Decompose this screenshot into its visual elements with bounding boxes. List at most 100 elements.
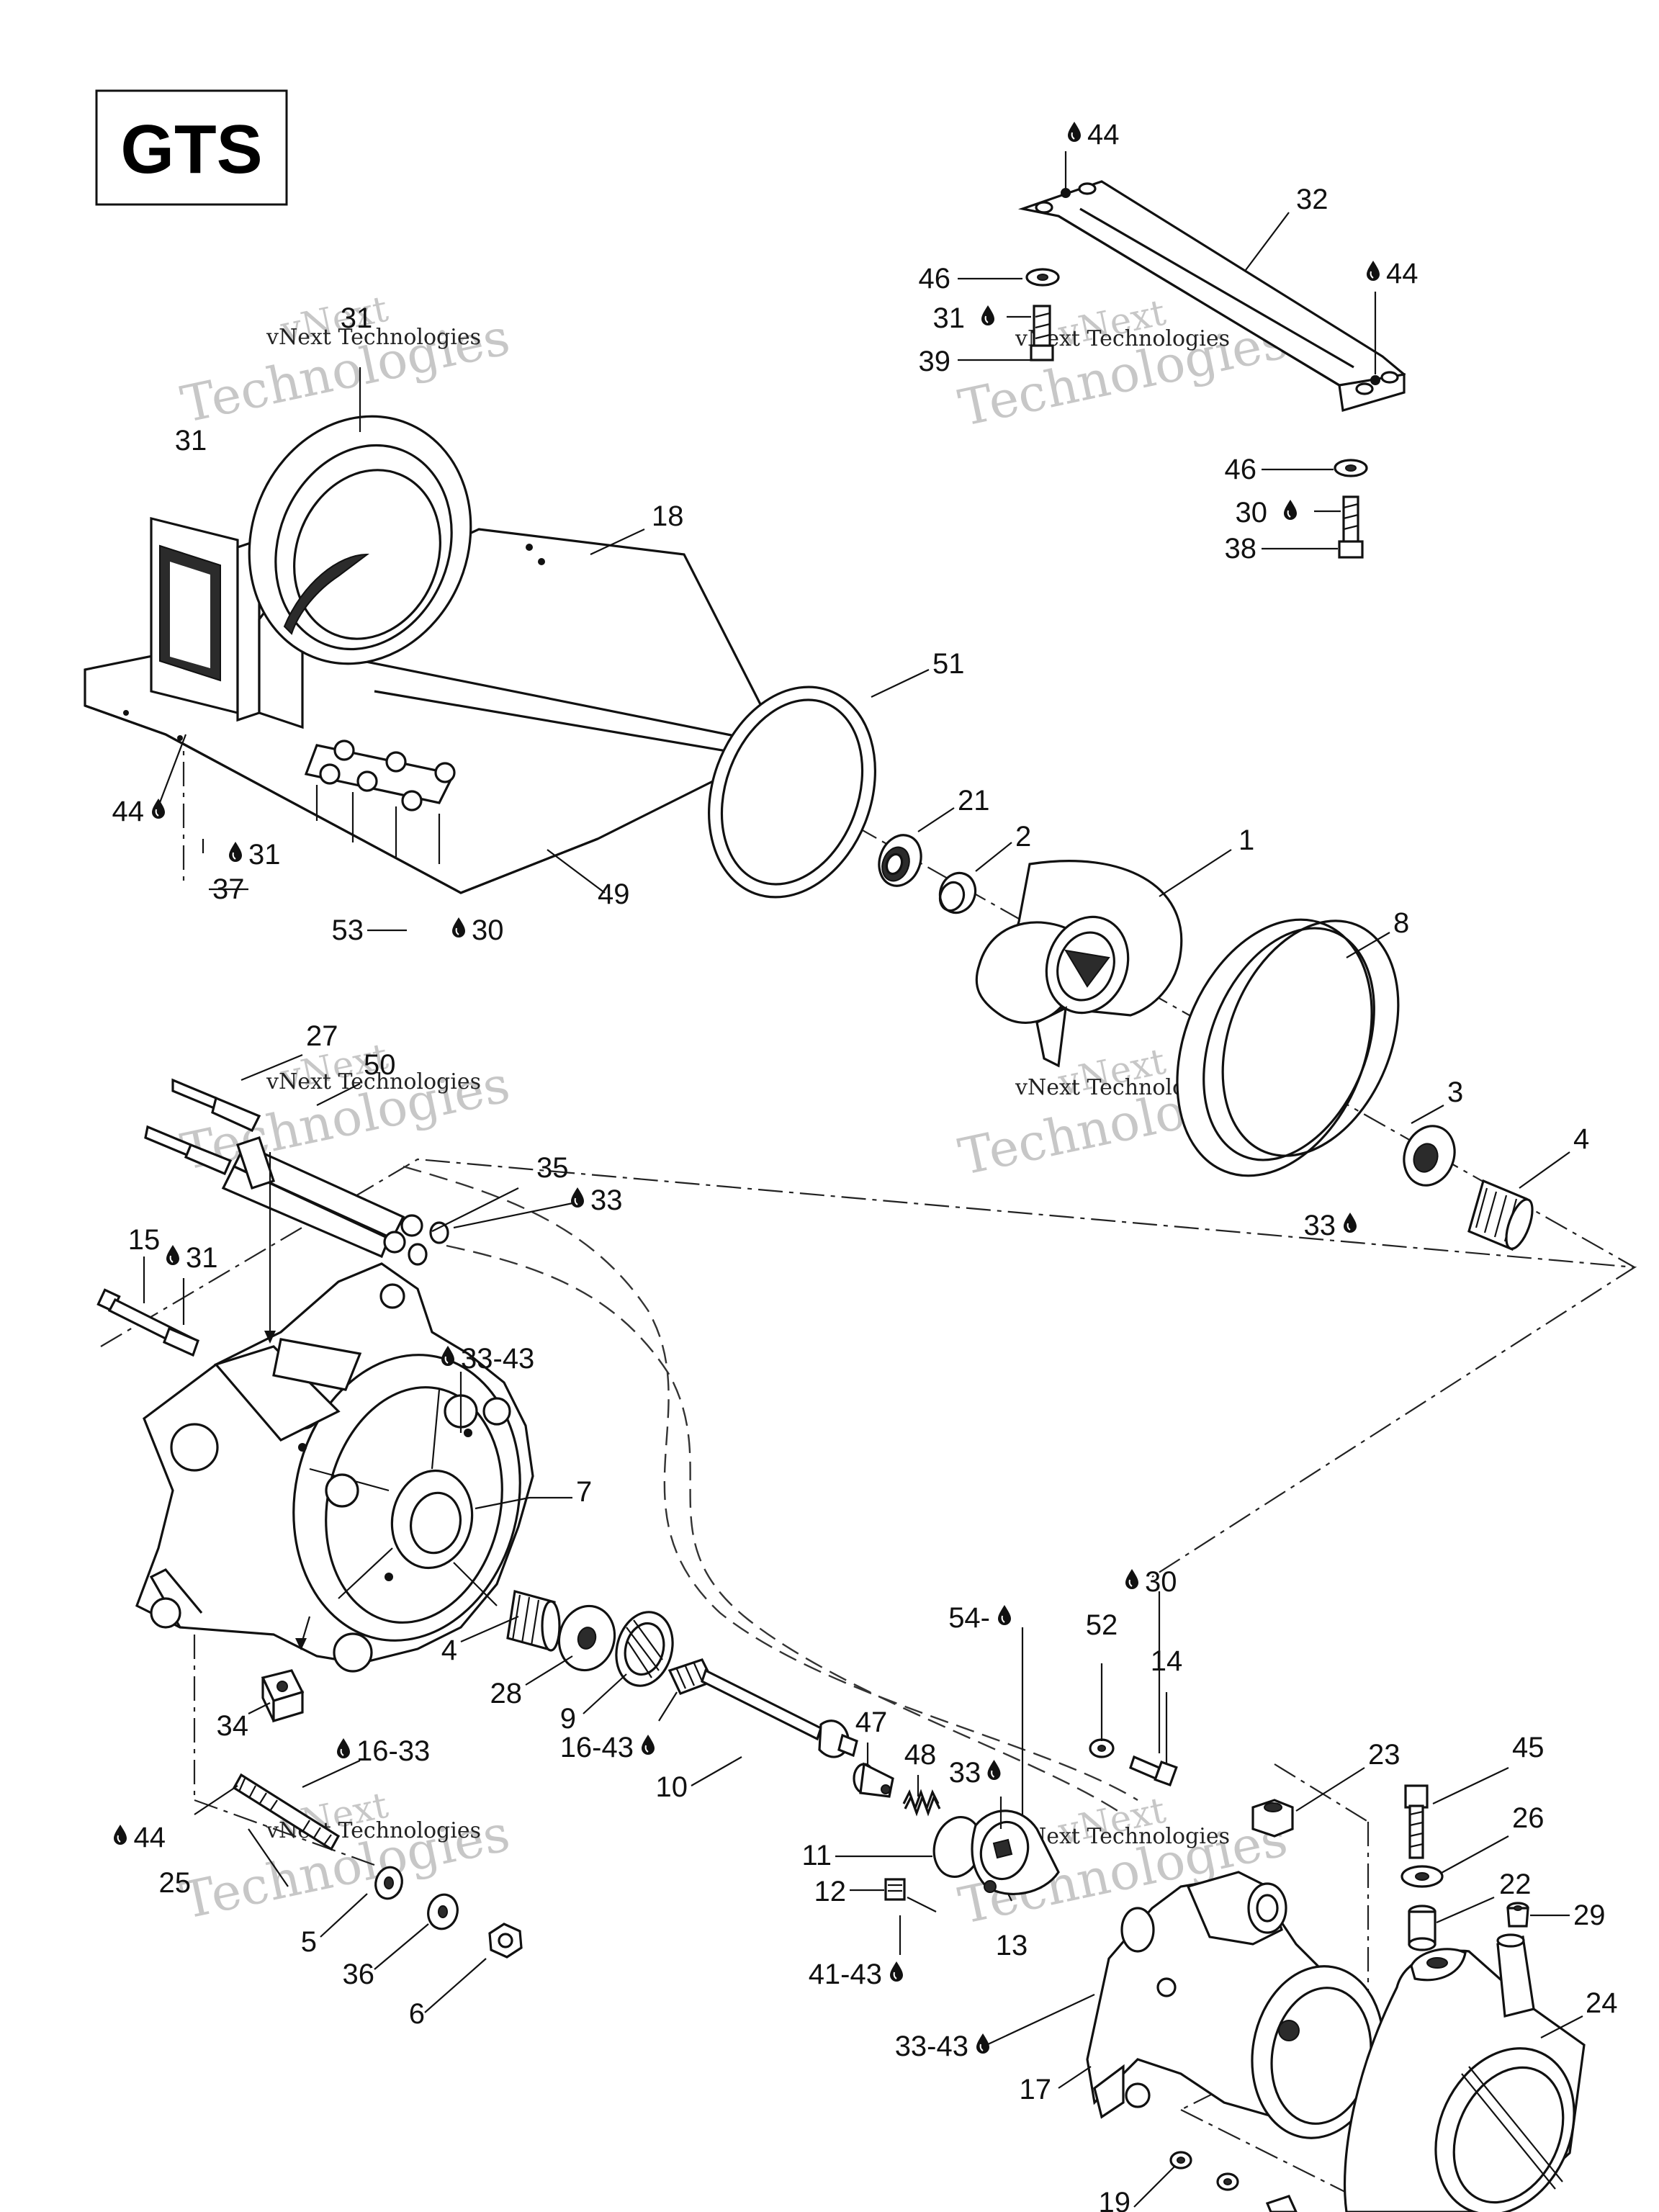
part-12-plug [884, 1878, 906, 1901]
callout-label: 13 [996, 1930, 1028, 1961]
part-2-sleeve [938, 871, 977, 914]
callout-label: 50 [364, 1049, 396, 1081]
part-24-nozzle [1343, 1933, 1586, 2212]
part-49-clamp [304, 739, 456, 864]
part-9-thrust-bearing [615, 1611, 674, 1687]
callout-label: 4 [1573, 1123, 1589, 1155]
callout-label: 52 [1086, 1609, 1118, 1641]
callout-label: 7 [576, 1476, 592, 1508]
callout-label: 16-43 [560, 1732, 634, 1763]
callout-label: 46 [1225, 454, 1257, 485]
part-48-spring [902, 1789, 941, 1817]
callout-label: 44 [112, 796, 145, 827]
callout-label: 37 [212, 873, 245, 905]
callout-label: 45 [1512, 1732, 1545, 1763]
lubricant-drop-icon [1067, 121, 1082, 143]
lubricant-drop-icon [1125, 1568, 1139, 1590]
callout-label: 30 [1236, 497, 1268, 529]
callout-label: 19 [1099, 2187, 1131, 2212]
callout-label: 8 [1393, 907, 1409, 939]
lubricant-drop-icon [228, 841, 243, 863]
part-5-washer [374, 1866, 403, 1900]
part-35-o-rings [408, 1221, 449, 1266]
part-15-bolt [96, 1288, 200, 1357]
callout-label: 29 [1573, 1899, 1606, 1931]
callout-label: 9 [560, 1703, 576, 1735]
callout-label: 44 [1386, 258, 1419, 289]
part-13-cap [971, 1809, 1060, 1895]
part-26-washer [1401, 1865, 1444, 1888]
callout-label: 36 [343, 1959, 375, 1990]
lubricant-drop-icon [1343, 1212, 1357, 1233]
lubricant-drop-icon [997, 1604, 1012, 1626]
callout-label: 2 [1015, 821, 1031, 853]
callout-label: 27 [306, 1020, 338, 1052]
part-50-tubes [221, 1136, 423, 1259]
lubricant-drop-icon [451, 917, 466, 938]
svg-text:vNext Technologies: vNext Technologies [1015, 1824, 1230, 1849]
callout-label: 49 [598, 878, 630, 910]
callout-label: 33 [1304, 1210, 1336, 1241]
callout-label: 12 [814, 1876, 847, 1907]
callout-label: 46 [919, 263, 951, 295]
callout-label: 4 [441, 1635, 457, 1666]
callout-label: 32 [1296, 184, 1328, 215]
callout-label: 33 [949, 1757, 981, 1789]
part-45-bolt [1404, 1784, 1429, 1859]
lubricant-drop-icon [336, 1737, 351, 1759]
callout-label: 23 [1368, 1739, 1401, 1771]
part-18-housing [84, 415, 788, 894]
callout-label: 54- [948, 1602, 990, 1634]
lubricant-drop-icon [166, 1244, 180, 1266]
callout-label: 10 [656, 1771, 688, 1803]
leader-lines [143, 151, 1583, 2208]
callout-label: 39 [919, 346, 951, 377]
callout-label: 3 [1447, 1076, 1463, 1108]
part-25-stud [232, 1773, 341, 1851]
part-10-shaft [667, 1658, 858, 1758]
callout-label: 41-43 [809, 1959, 882, 1990]
callout-label: 21 [958, 785, 990, 817]
lubricant-drop-icon [1283, 499, 1298, 521]
part-8-wear-ring [1176, 918, 1400, 1177]
callout-label: 47 [855, 1707, 888, 1738]
callout-label: 15 [128, 1224, 161, 1256]
part-4-bearing-top [1467, 1179, 1534, 1251]
part-4-bearing [506, 1589, 561, 1652]
callout-label: 11 [801, 1840, 832, 1871]
callout-label: 33-43 [461, 1343, 534, 1375]
callout-label: 44 [1087, 119, 1120, 150]
lubricant-drop-icon [981, 305, 995, 326]
part-21-bushing [878, 834, 922, 887]
part-23-nut [1251, 1799, 1294, 1838]
callout-label: 44 [134, 1822, 166, 1853]
callout-label: 5 [301, 1926, 317, 1958]
part-36-washer [427, 1893, 459, 1930]
lubricant-drop-icon [986, 1759, 1002, 1781]
title-box [95, 89, 288, 206]
lubricant-drop-icon [641, 1734, 655, 1755]
part-17-venturi [1086, 1871, 1385, 2139]
callout-label: 53 [332, 914, 364, 946]
callout-label: 35 [536, 1152, 569, 1184]
callout-label: 31 [341, 302, 373, 334]
callout-label: 16-33 [356, 1735, 430, 1767]
lubricant-drop-icon [151, 798, 166, 819]
callout-label: 17 [1020, 2074, 1052, 2105]
callout-label: 14 [1151, 1645, 1183, 1677]
callout-label: 28 [490, 1678, 523, 1709]
part-6-nut [488, 1923, 523, 1959]
part-27-studs [144, 1078, 261, 1176]
lubricant-drop-icon [113, 1824, 127, 1845]
callout-label: 26 [1512, 1802, 1545, 1834]
callout-label: 48 [904, 1739, 937, 1771]
part-19-washers [1169, 2151, 1298, 2212]
part-14-screw [1129, 1755, 1178, 1787]
callout-label: 18 [652, 500, 684, 532]
part-32-support-bar [1017, 180, 1406, 559]
callout-label: 34 [217, 1710, 249, 1742]
part-3-seal [1403, 1125, 1456, 1187]
callout-label: 31 [248, 839, 281, 871]
callout-label: 6 [409, 1998, 425, 2030]
